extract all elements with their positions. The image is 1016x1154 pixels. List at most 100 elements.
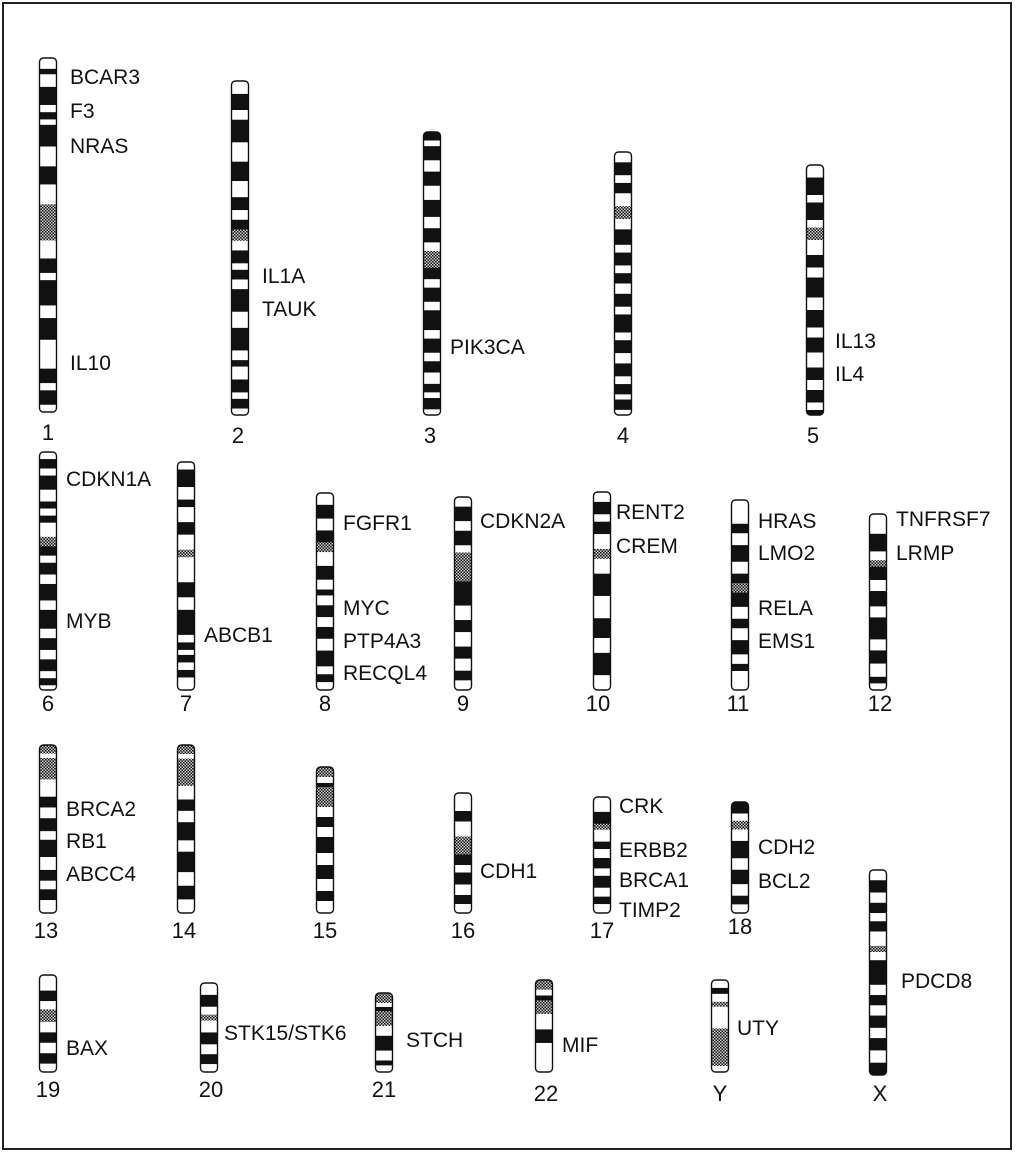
- chromosome-band: [593, 811, 611, 825]
- chromosome-band: [39, 659, 57, 672]
- chromosome-band: [869, 1027, 887, 1039]
- chromosome-band: [454, 854, 472, 866]
- chromosome-band: [614, 283, 632, 295]
- chromosome-number: 22: [534, 1081, 558, 1106]
- chromosome-band: [316, 579, 334, 590]
- chromosome-band: [731, 904, 749, 913]
- chromosome-band: [39, 354, 57, 369]
- chromosome-band: [39, 390, 57, 406]
- chromosome-band: [177, 557, 195, 583]
- chromosome-band: [806, 220, 824, 228]
- chromosome-band: [39, 452, 57, 460]
- centromere-band: [454, 836, 472, 855]
- centromere-band: [375, 1011, 393, 1027]
- chromosome-band: [869, 566, 887, 581]
- chromosome-band: [731, 884, 749, 897]
- chromosome-band: [806, 240, 824, 256]
- chromosome-band: [423, 140, 441, 147]
- chromosome-outline: [176, 744, 196, 914]
- chromosome-band: [614, 363, 632, 377]
- gene-label: MYB: [66, 610, 112, 633]
- chromosome-band: [869, 580, 887, 592]
- chromosome-band: [614, 353, 632, 364]
- chromosome-number: 13: [34, 918, 58, 943]
- chromosome-band: [39, 146, 57, 167]
- chromosome-band: [614, 265, 632, 274]
- chromosome-band: [39, 685, 57, 690]
- chromosome-band: [316, 552, 334, 567]
- chromosome-band: [423, 398, 441, 410]
- centromere-band: [39, 536, 57, 547]
- chromosome-band: [593, 887, 611, 897]
- chromosome-band: [177, 649, 195, 656]
- chromosome-outline: [199, 982, 219, 1073]
- gene-label: ABCB1: [204, 624, 273, 647]
- chromosome-band: [316, 605, 334, 618]
- chromosome-band: [711, 1006, 729, 1029]
- chromosome-band: [614, 314, 632, 333]
- chromosome-band: [869, 1050, 887, 1063]
- chromosome-band: [231, 161, 249, 182]
- chromosome-outline: [730, 801, 750, 914]
- chromosome-band: [614, 409, 632, 415]
- centromere-band: [593, 548, 611, 560]
- chromosome-band: [375, 1060, 393, 1066]
- chromosome-band: [806, 402, 824, 411]
- chromosome-number: 16: [451, 918, 475, 943]
- chromosome-band: [200, 983, 218, 996]
- gene-label: BCL2: [758, 870, 811, 893]
- gene-label: TAUK: [262, 298, 316, 321]
- chromosome-band: [869, 880, 887, 893]
- chromosome-band: [806, 165, 824, 178]
- chromosome-band: [731, 628, 749, 641]
- chromosome-band: [316, 674, 334, 683]
- chromosome-band: [454, 658, 472, 671]
- chromosome-band: [454, 904, 472, 913]
- centromere-band: [39, 222, 57, 241]
- chromosome-band: [454, 521, 472, 532]
- chromosome-band: [316, 777, 334, 784]
- chromosome-band: [177, 469, 195, 488]
- chromosome-band: [39, 880, 57, 890]
- chromosome-band: [316, 504, 334, 519]
- chromosome-band: [39, 404, 57, 412]
- chromosome-outline: [230, 80, 250, 416]
- chromosome-band: [806, 352, 824, 368]
- chromosome-number: 18: [728, 914, 752, 939]
- chromosome-band: [731, 618, 749, 629]
- chromosome-band: [711, 987, 729, 995]
- chromosome-band: [423, 392, 441, 399]
- chromosome-outline: [453, 496, 473, 691]
- gene-label: RENT2: [616, 501, 685, 524]
- chromosome-outline: [315, 766, 335, 914]
- chromosome-band: [39, 280, 57, 306]
- chromosome-number: 7: [180, 691, 192, 716]
- chromosome-band: [39, 305, 57, 319]
- chromosome-band: [177, 534, 195, 550]
- chromosome-band: [869, 591, 887, 607]
- chromosome-band: [316, 879, 334, 892]
- chromosome-band: [711, 980, 729, 989]
- chromosome-outline: [38, 744, 58, 914]
- chromosome-band: [593, 501, 611, 515]
- gene-label: RECQL4: [343, 662, 427, 685]
- gene-label: STCH: [406, 1029, 463, 1052]
- chromosome-band: [454, 865, 472, 873]
- gene-label: CDKN2A: [480, 510, 565, 533]
- chromosome-band: [593, 841, 611, 850]
- gene-label: BAX: [66, 1037, 108, 1060]
- chromosome-band: [731, 663, 749, 672]
- gene-label: FGFR1: [343, 512, 412, 535]
- chromosome-band: [39, 796, 57, 808]
- chromosome-band: [375, 1025, 393, 1037]
- chromosome-band: [731, 813, 749, 822]
- chromosome-outline: [315, 492, 335, 691]
- chromosome-band: [316, 565, 334, 580]
- chromosome-band: [231, 142, 249, 162]
- chromosome-number: 15: [313, 918, 337, 943]
